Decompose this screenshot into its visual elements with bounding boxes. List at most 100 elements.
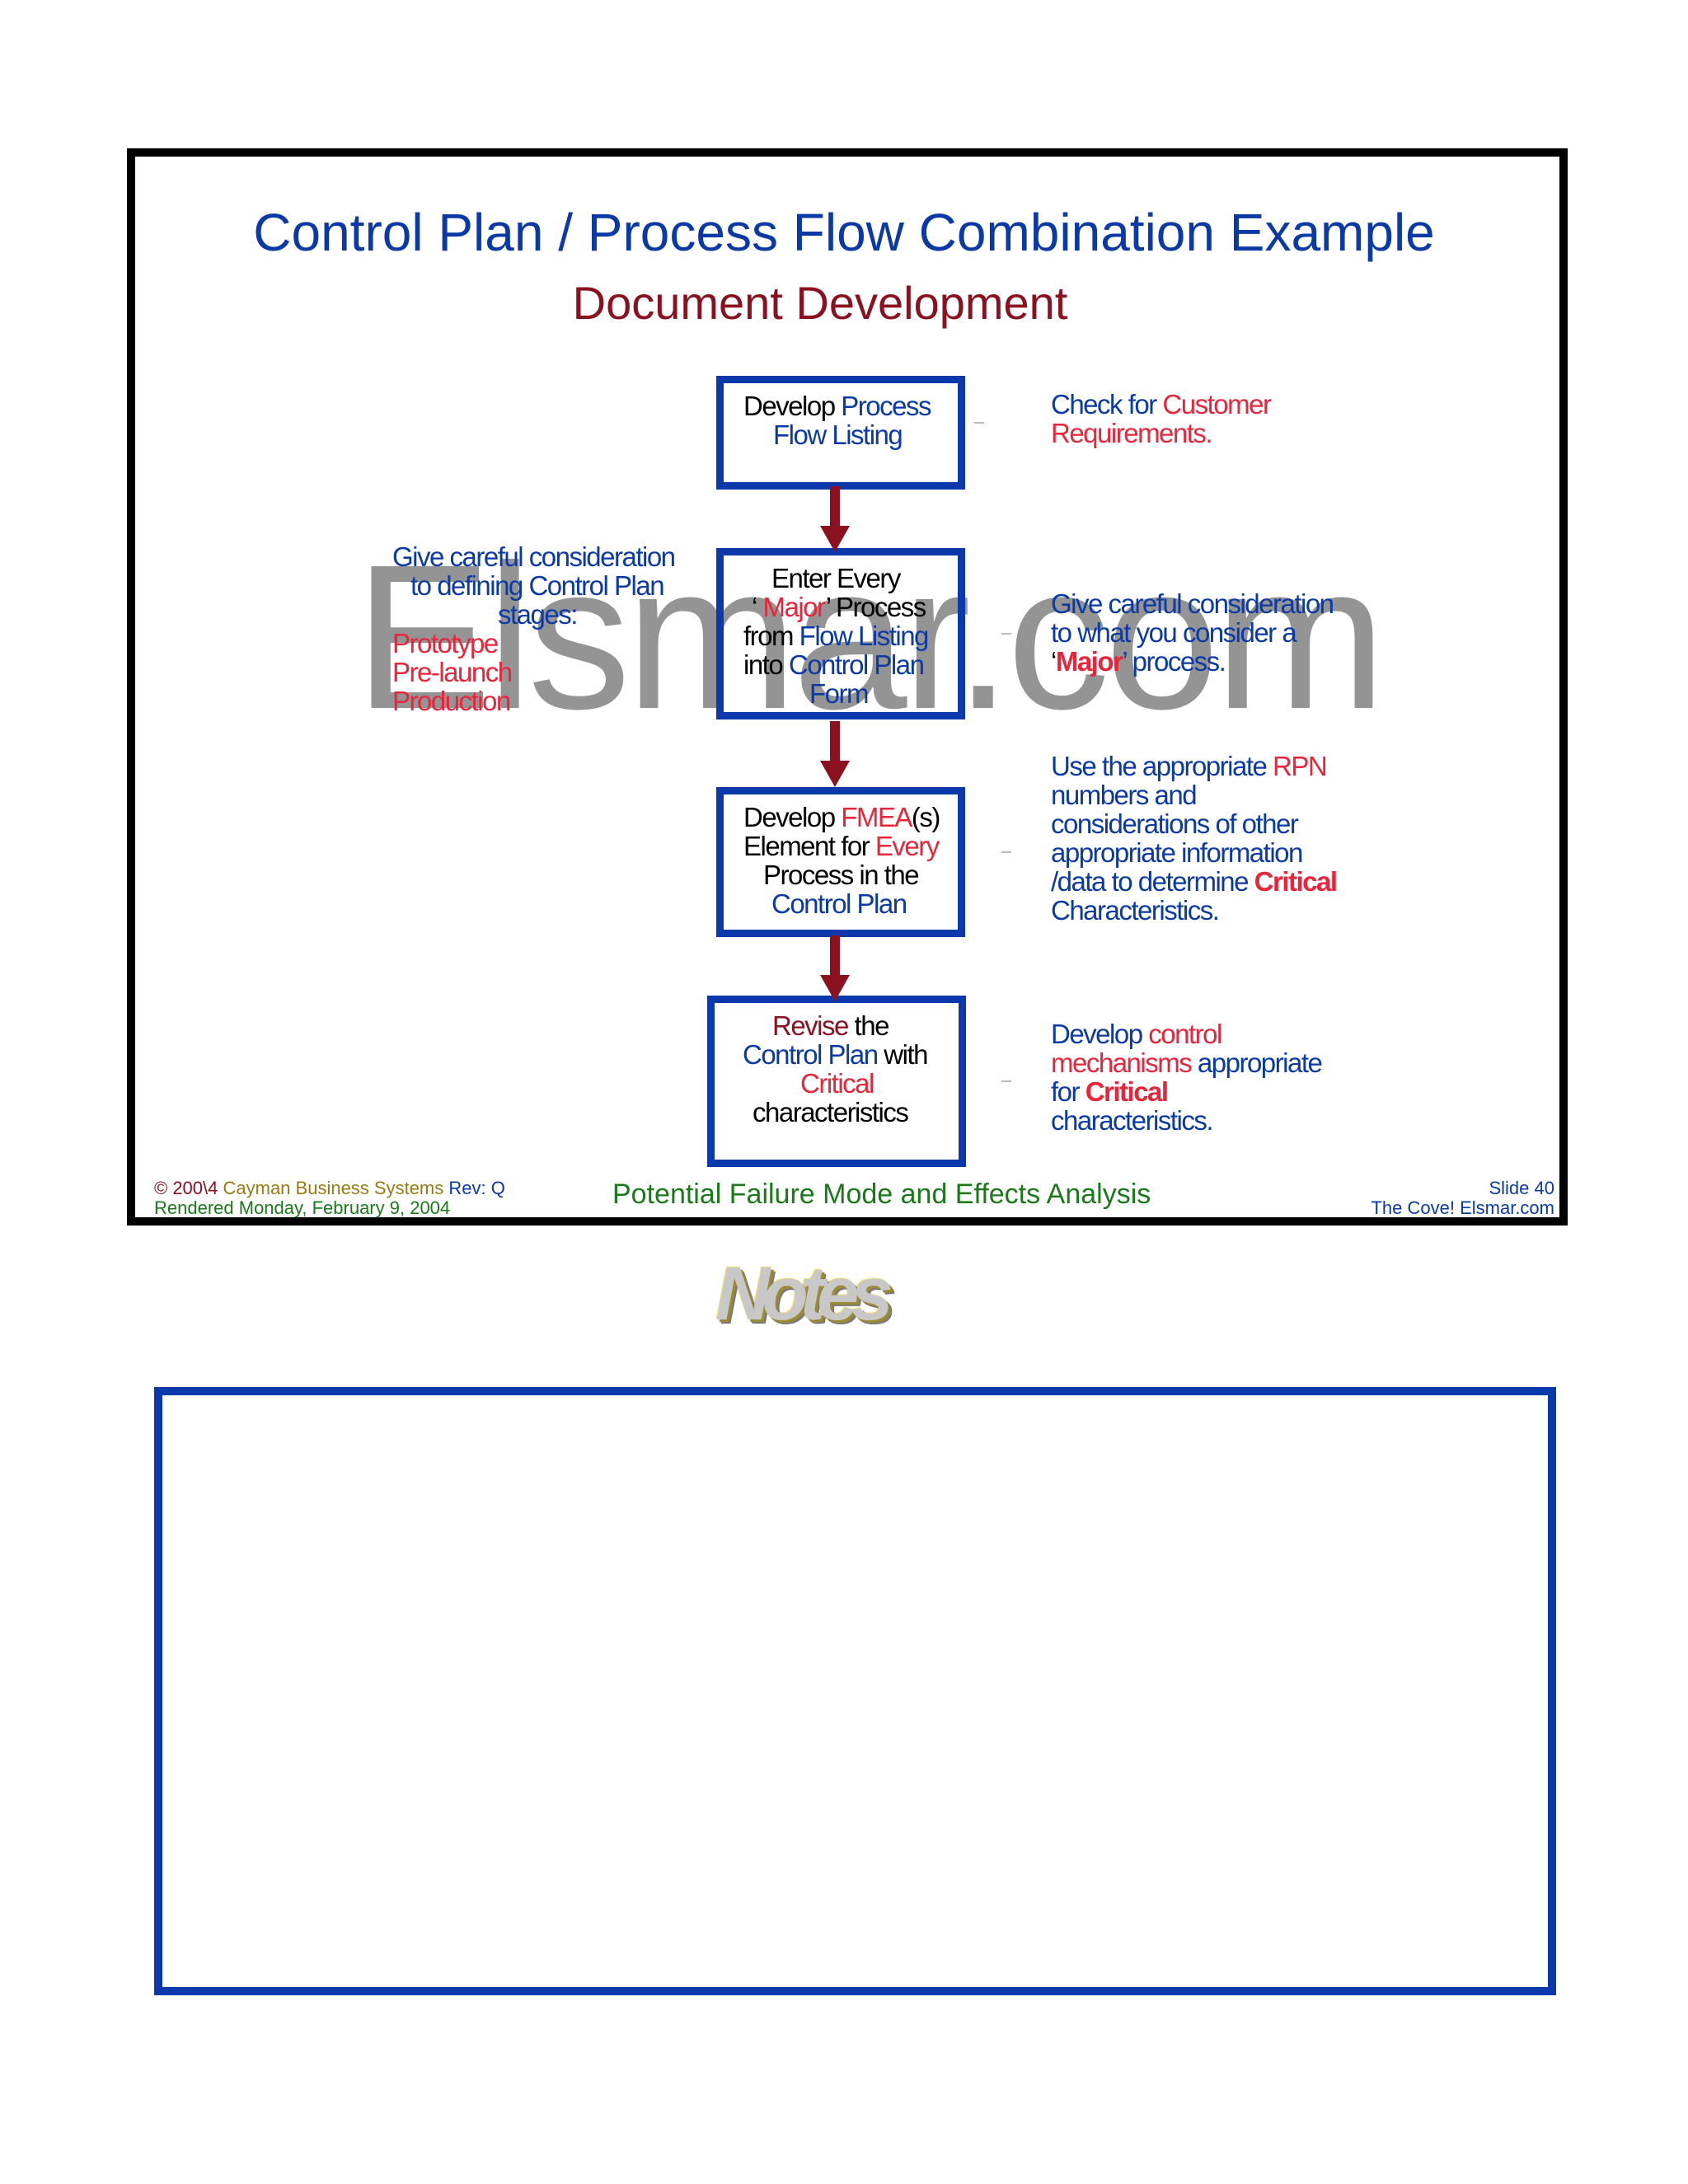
note-line: Check for Customer xyxy=(1051,389,1272,419)
text: /data to determine xyxy=(1051,866,1254,897)
flow-box-line: Critical xyxy=(800,1068,874,1099)
flow-box-line: Form xyxy=(809,678,870,709)
text: Develop xyxy=(743,391,842,421)
footer-course-title: Potential Failure Mode and Effects Analy… xyxy=(612,1179,1151,1210)
note-line: to defining Control Plan xyxy=(410,570,665,601)
left-note-control-plan-stages: Give careful consideration to defining C… xyxy=(392,541,676,716)
flow-box-line: Revise the xyxy=(743,1011,950,1040)
text: Rev: Q xyxy=(443,1178,505,1198)
right-note-major-process: Give careful consideration to what you c… xyxy=(1051,589,1334,676)
text: control xyxy=(1148,1019,1222,1049)
flow-box-line: Enter Every xyxy=(771,563,901,593)
watermark: Elsmar.com xyxy=(354,522,1386,752)
text: © 200\4 xyxy=(154,1178,223,1198)
right-note-rpn-critical: Use the appropriate RPN numbers and cons… xyxy=(1051,752,1338,926)
text: ‘ xyxy=(1051,646,1057,677)
text: Major xyxy=(762,592,828,622)
note-line: mechanisms appropriate xyxy=(1051,1047,1323,1078)
flow-box-line: Develop FMEA(s) xyxy=(743,803,950,832)
stage-prototype: Prototype xyxy=(392,628,499,658)
text: Use the appropriate xyxy=(1051,751,1273,781)
text: Cayman Business Systems xyxy=(223,1178,444,1198)
text: Revise xyxy=(772,1010,849,1041)
flow-box-process-flow-listing: Develop Process Flow Listing xyxy=(716,376,965,490)
rendered-date: Rendered Monday, February 9, 2004 xyxy=(154,1197,451,1218)
flow-box-line: ‘ Major’ Process xyxy=(743,593,950,621)
copyright-line: © 200\4 Cayman Business Systems Rev: Q xyxy=(154,1179,505,1198)
text: FMEA xyxy=(841,802,912,832)
text: Flow Listing xyxy=(799,621,930,651)
text: ‘ xyxy=(752,592,763,622)
notes-area[interactable] xyxy=(154,1387,1556,1995)
note-line: numbers and xyxy=(1051,780,1198,810)
note-line: stages: xyxy=(498,599,578,630)
text: Develop xyxy=(743,802,842,832)
text: Develop xyxy=(1051,1019,1149,1049)
flow-box-line: Develop Process xyxy=(743,391,950,420)
note-line: characteristics. xyxy=(1051,1105,1214,1136)
footer-slide-info: Slide 40 The Cove! Elsmar.com xyxy=(1371,1179,1554,1218)
slide-subtitle: Document Development xyxy=(572,277,1068,329)
note-line: Develop control xyxy=(1051,1019,1321,1048)
note-line: Give careful consideration xyxy=(392,541,676,572)
right-note-control-mechanisms: Develop control mechanisms appropriate f… xyxy=(1051,1019,1323,1136)
flow-box-revise-control-plan: Revise the Control Plan with Critical ch… xyxy=(707,996,966,1167)
text: Element for xyxy=(743,831,875,861)
flow-box-develop-fmea: Develop FMEA(s) Element for Every Proces… xyxy=(716,787,965,937)
text: Critical xyxy=(1085,1076,1169,1107)
text: mechanisms xyxy=(1051,1047,1193,1078)
flow-box-line: Control Plan xyxy=(771,888,907,919)
text: (s) xyxy=(911,802,940,832)
flow-box-line: Process in the xyxy=(763,860,920,890)
text: with xyxy=(877,1039,928,1070)
note-line: /data to determine Critical xyxy=(1051,866,1338,897)
flow-box-line: Element for Every xyxy=(743,832,950,860)
text: Critical xyxy=(1254,866,1338,897)
note-line: for Critical xyxy=(1051,1077,1321,1106)
stage-pre-launch: Pre-launch xyxy=(392,657,513,687)
stage-production: Production xyxy=(392,686,511,716)
text: Customer xyxy=(1162,389,1272,419)
text: Every xyxy=(874,831,940,861)
down-arrow-icon xyxy=(820,721,850,787)
text: for xyxy=(1051,1076,1085,1107)
text: RPN xyxy=(1273,751,1328,781)
connector-dash xyxy=(1001,851,1011,853)
footer-copyright: © 200\4 Cayman Business Systems Rev: Q R… xyxy=(154,1179,505,1218)
text: the xyxy=(847,1010,890,1041)
flow-box-line: into Control Plan xyxy=(743,650,950,679)
note-line: considerations of other xyxy=(1051,808,1299,839)
connector-dash xyxy=(1001,633,1011,635)
text: appropriate xyxy=(1191,1047,1323,1078)
text: Control Plan xyxy=(788,649,925,680)
slide-title: Control Plan / Process Flow Combination … xyxy=(253,203,1435,262)
connector-dash xyxy=(974,422,984,424)
text: ’ process. xyxy=(1122,646,1226,677)
flow-box-line: Flow Listing xyxy=(773,419,903,450)
flow-box-line: from Flow Listing xyxy=(743,621,950,650)
note-line: ‘Major’ process. xyxy=(1051,647,1334,676)
text: ’ Process xyxy=(825,592,926,622)
flow-box-line: characteristics xyxy=(753,1097,909,1127)
right-note-customer-requirements: Check for Customer Requirements. xyxy=(1051,389,1272,448)
text: from xyxy=(743,621,799,651)
notes-heading-logo: Notes xyxy=(715,1252,893,1336)
slide-frame xyxy=(127,148,1568,1226)
text: Check for xyxy=(1051,389,1163,419)
text: Process xyxy=(841,391,931,421)
note-line: Characteristics. xyxy=(1051,895,1220,926)
note-line: Give careful consideration xyxy=(1051,588,1334,619)
flow-box-enter-major-process: Enter Every ‘ Major’ Process from Flow L… xyxy=(716,548,965,719)
text: Control Plan xyxy=(743,1039,879,1070)
connector-dash xyxy=(1001,1080,1011,1082)
note-line: appropriate information xyxy=(1051,837,1303,868)
site-label: The Cove! Elsmar.com xyxy=(1371,1197,1554,1218)
note-line: Requirements. xyxy=(1051,418,1213,448)
flow-box-line: Control Plan with xyxy=(743,1040,950,1069)
down-arrow-icon xyxy=(820,935,850,1001)
note-line: to what you consider a xyxy=(1051,617,1297,648)
text: Major xyxy=(1055,646,1123,677)
slide-number: Slide 40 xyxy=(1489,1178,1554,1198)
down-arrow-icon xyxy=(820,486,850,552)
note-line: Use the appropriate RPN xyxy=(1051,752,1337,780)
